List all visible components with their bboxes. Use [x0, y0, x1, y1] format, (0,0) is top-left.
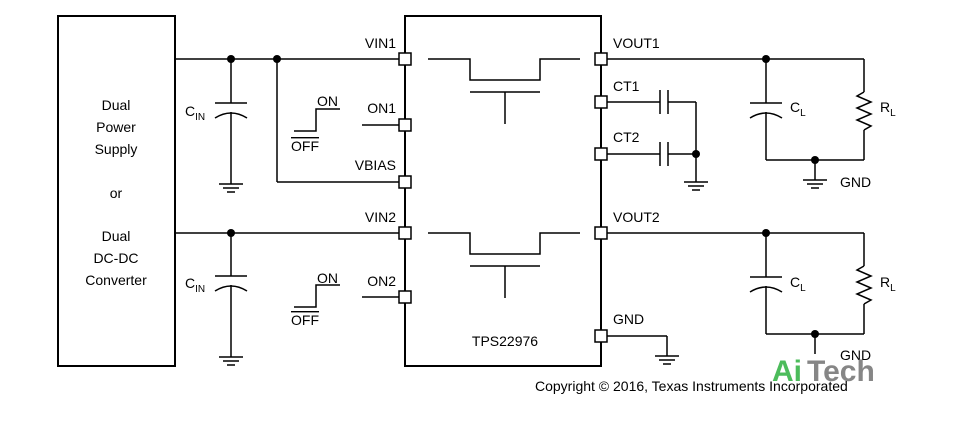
- pin-vbias: VBIAS: [355, 157, 396, 173]
- power-block-line3: Supply: [95, 141, 138, 157]
- pin-vin2: VIN2: [365, 209, 396, 225]
- vin1-rail: [175, 55, 400, 193]
- ic-body: TPS22976: [404, 15, 602, 367]
- watermark-gray: Tech: [807, 355, 875, 388]
- pin-gnd: GND: [613, 311, 644, 327]
- ic-left-pins: VIN1 ON1 VBIAS VIN2 ON2: [355, 35, 412, 304]
- cl-bottom-main: C: [790, 274, 800, 290]
- svg-text:CIN: CIN: [185, 275, 205, 295]
- cin-label-bottom: CIN: [185, 275, 205, 295]
- pin-on2: ON2: [367, 273, 396, 289]
- ic-right-pins: VOUT1 CT1 CT2 VOUT2 GND: [594, 35, 660, 343]
- pin-vout2: VOUT2: [613, 209, 660, 225]
- pin-on1: ON1: [367, 100, 396, 116]
- svg-text:CIN: CIN: [185, 103, 205, 123]
- ct-capacitors: [607, 90, 708, 191]
- cin-bottom-sub: IN: [195, 284, 205, 295]
- watermark-green: Ai: [772, 355, 802, 388]
- on2-off-label: OFF: [291, 312, 319, 328]
- rl-top-main: R: [880, 99, 890, 115]
- vout1-load: GND CL RL: [607, 55, 896, 190]
- rl-bottom-main: R: [880, 274, 890, 290]
- rl-top-sub: L: [890, 108, 896, 119]
- rl-bottom-sub: L: [890, 283, 896, 294]
- vin2-rail: [175, 229, 400, 366]
- pin-ct2: CT2: [613, 129, 640, 145]
- power-block-line6: DC-DC: [93, 250, 138, 266]
- cin-label-top: CIN: [185, 103, 205, 123]
- cin-bottom-main: C: [185, 275, 195, 291]
- power-block-line1: Dual: [102, 97, 131, 113]
- on1-off-label: OFF: [291, 138, 319, 154]
- gnd-label-bottom: GND: [840, 347, 871, 363]
- gnd-label-top: GND: [840, 174, 871, 190]
- vout2-load: GND CL RL: [607, 229, 896, 363]
- pin-ct1: CT1: [613, 78, 640, 94]
- svg-text:CL: CL: [790, 274, 806, 294]
- cl-top-sub: L: [800, 108, 806, 119]
- cin-top-main: C: [185, 103, 195, 119]
- power-block-line7: Converter: [85, 272, 147, 288]
- cin-top-sub: IN: [195, 112, 205, 123]
- on2-on-label: ON: [317, 270, 338, 286]
- on1-control: ON OFF: [291, 93, 400, 154]
- on1-on-label: ON: [317, 93, 338, 109]
- svg-text:RL: RL: [880, 274, 896, 294]
- on2-control: ON OFF: [291, 270, 400, 328]
- copyright-text: Copyright © 2016, Texas Instruments Inco…: [535, 378, 848, 394]
- power-block-line2: Power: [96, 119, 136, 135]
- pin-vout1: VOUT1: [613, 35, 660, 51]
- power-block-line5: Dual: [102, 228, 131, 244]
- cl-bottom-sub: L: [800, 283, 806, 294]
- power-supply-block: Dual Power Supply or Dual DC-DC Converte…: [57, 15, 176, 367]
- svg-text:CL: CL: [790, 99, 806, 119]
- power-block-line4: or: [110, 185, 123, 201]
- cl-top-main: C: [790, 99, 800, 115]
- pin-vin1: VIN1: [365, 35, 396, 51]
- svg-text:RL: RL: [880, 99, 896, 119]
- aitech-watermark-logo: Ai Tech: [772, 355, 875, 388]
- ic-name: TPS22976: [472, 333, 538, 349]
- ic-gnd-connection: [607, 335, 679, 365]
